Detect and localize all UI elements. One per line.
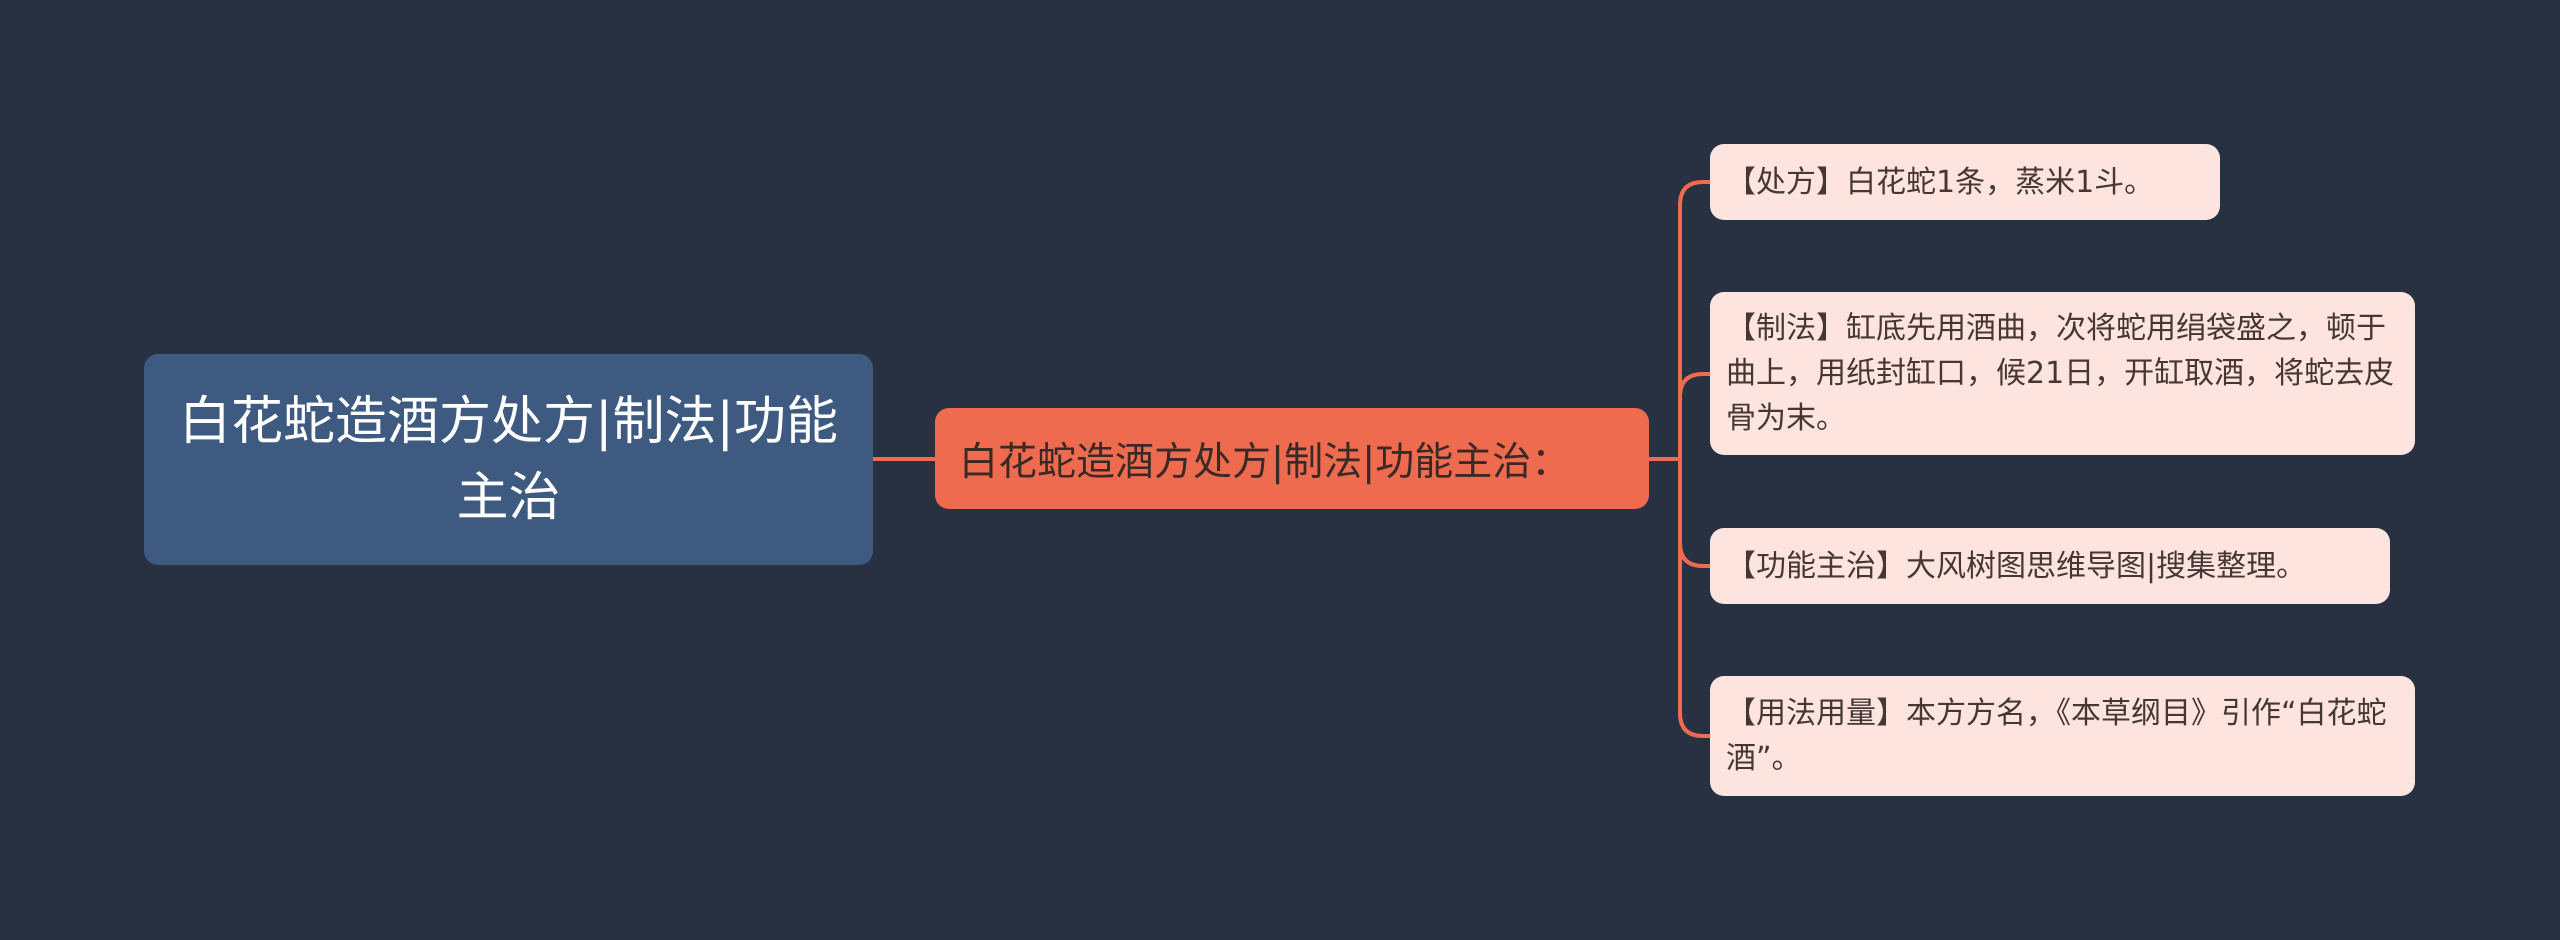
branch-topic-node[interactable]: 白花蛇造酒方处方|制法|功能主治： (935, 408, 1649, 509)
root-topic-node[interactable]: 白花蛇造酒方处方|制法|功能主治 (144, 354, 873, 565)
leaf-topic-indications[interactable]: 【功能主治】大风树图思维导图|搜集整理。 (1710, 528, 2390, 604)
leaf-3-connector (1678, 459, 1710, 568)
leaf-topic-label: 【用法用量】本方方名，《本草纲目》引作“白花蛇酒”。 (1726, 696, 2387, 776)
leaf-2-connector (1678, 372, 1710, 459)
leaf-topic-label: 【功能主治】大风树图思维导图|搜集整理。 (1726, 548, 2307, 584)
leaf-topic-preparation[interactable]: 【制法】缸底先用酒曲，次将蛇用绢袋盛之，顿于曲上，用纸封缸口，候21日，开缸取酒… (1710, 292, 2415, 455)
branch-topic-label: 白花蛇造酒方处方|制法|功能主治： (959, 439, 1571, 485)
leaf-topic-prescription[interactable]: 【处方】白花蛇1条，蒸米1斗。 (1710, 144, 2220, 220)
leaf-4-connector (1678, 459, 1710, 738)
leaf-topic-usage-dosage[interactable]: 【用法用量】本方方名，《本草纲目》引作“白花蛇酒”。 (1710, 676, 2415, 796)
leaf-topic-label: 【处方】白花蛇1条，蒸米1斗。 (1726, 164, 2155, 200)
leaf-topic-label: 【制法】缸底先用酒曲，次将蛇用绢袋盛之，顿于曲上，用纸封缸口，候21日，开缸取酒… (1726, 311, 2395, 436)
leaf-1-connector (1678, 180, 1710, 459)
root-topic-label: 白花蛇造酒方处方|制法|功能主治 (178, 391, 839, 528)
